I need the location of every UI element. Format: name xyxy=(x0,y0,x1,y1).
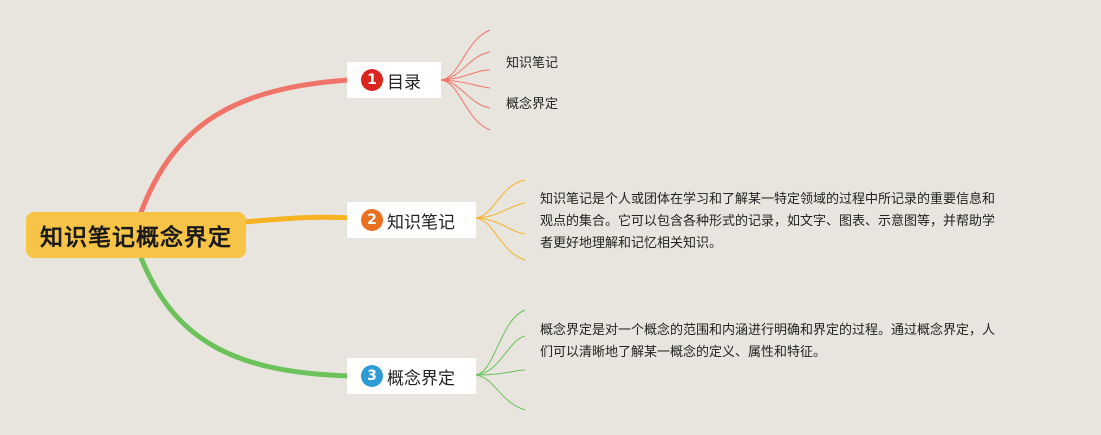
concept-definition-description: 概念界定是对一个概念的范围和内涵进行明确和界定的过程。通过概念界定，人 们可以清… xyxy=(540,320,995,364)
root-node[interactable]: 知识笔记概念界定 xyxy=(26,212,246,258)
description-line: 们可以清晰地了解某一概念的定义、属性和特征。 xyxy=(540,345,827,360)
description-line: 知识笔记是个人或团体在学习和了解某一特定领域的过程中所记录的重要信息和 xyxy=(540,192,996,207)
description-line: 概念界定是对一个概念的范围和内涵进行明确和界定的过程。通过概念界定，人 xyxy=(540,323,996,338)
toc-item-concept-definition[interactable]: 概念界定 xyxy=(506,97,559,112)
fan-lines-topic-2 xyxy=(475,179,526,261)
description-line: 观点的集合。它可以包含各种形式的记录，如文字、图表、示意图等，并帮助学 xyxy=(540,214,996,229)
branch-to-topic-1 xyxy=(137,77,351,218)
topic-label-knowledge-notes: 知识笔记 xyxy=(387,212,455,233)
fan-lines-topic-1 xyxy=(440,29,491,131)
topic-node-knowledge-notes[interactable]: 2 知识笔记 xyxy=(347,202,476,238)
toc-item-knowledge-notes[interactable]: 知识笔记 xyxy=(506,56,559,71)
number-badge-2: 2 xyxy=(361,209,383,231)
topic-node-concept-definition[interactable]: 3 概念界定 xyxy=(347,358,476,394)
branch-to-topic-3 xyxy=(137,252,351,379)
root-label: 知识笔记概念界定 xyxy=(40,225,232,251)
topic-node-toc[interactable]: 1 目录 xyxy=(347,62,441,98)
number-badge-3: 3 xyxy=(361,365,383,387)
description-line: 者更好地理解和记忆相关知识。 xyxy=(540,236,723,251)
topic-label-toc: 目录 xyxy=(387,72,421,93)
topic-label-concept-definition: 概念界定 xyxy=(387,368,455,389)
fan-lines-topic-3 xyxy=(475,309,526,411)
knowledge-notes-description: 知识笔记是个人或团体在学习和了解某一特定领域的过程中所记录的重要信息和 观点的集… xyxy=(540,189,995,255)
number-badge-1: 1 xyxy=(361,69,383,91)
branch-to-topic-2 xyxy=(241,214,351,225)
